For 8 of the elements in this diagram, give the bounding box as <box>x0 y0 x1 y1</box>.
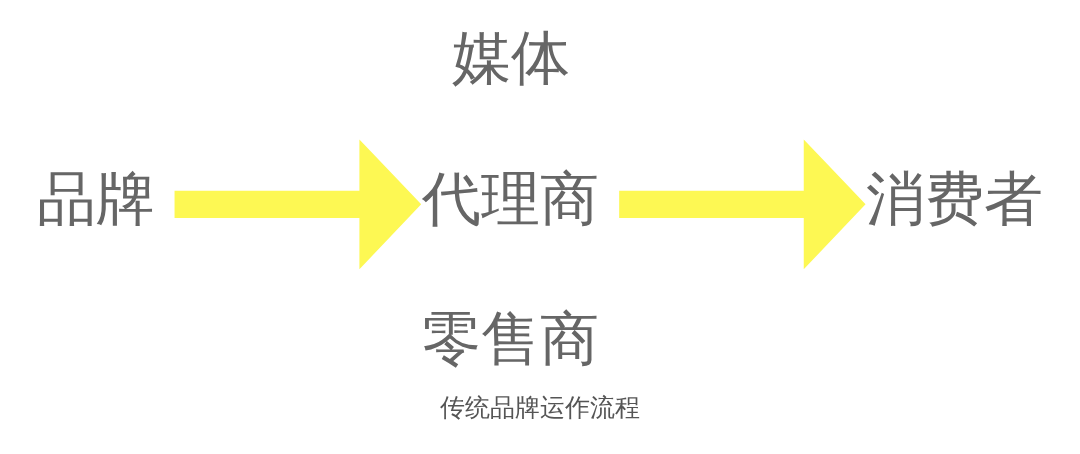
arrow <box>619 139 866 270</box>
node-text: 代理商 <box>422 163 600 233</box>
arrow <box>174 139 422 270</box>
caption: 传统品牌运作流程 <box>440 392 640 422</box>
node-text: 消费者 <box>865 163 1043 233</box>
node-text: 媒体 <box>451 23 570 93</box>
node-text: 零售商 <box>422 304 600 374</box>
node-text: 品牌 <box>37 163 156 233</box>
